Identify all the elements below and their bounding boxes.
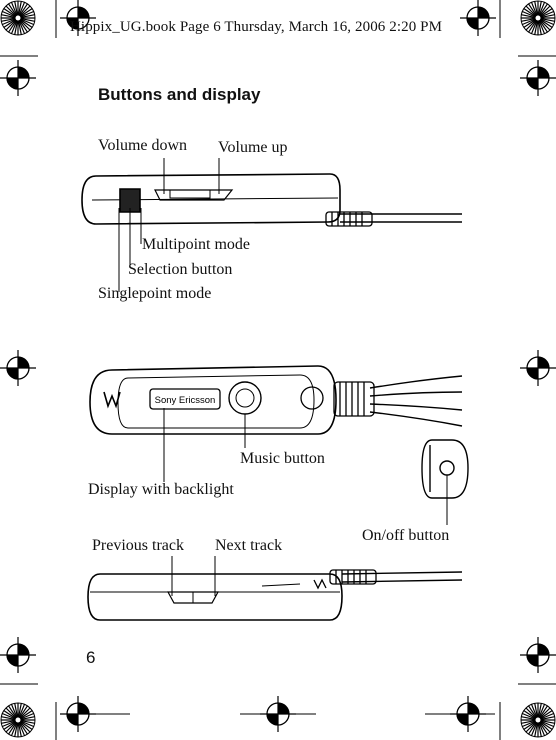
- brand-logo-text: Sony Ericsson: [155, 395, 216, 406]
- bottom-figure-leaders: [171, 556, 216, 596]
- device-other-side-view: [87, 571, 463, 621]
- cables-middle: [369, 375, 463, 427]
- label-volume-down: Volume down: [98, 137, 188, 154]
- top-figure-leaders: [118, 158, 220, 292]
- device-front-view: [89, 365, 337, 435]
- page-number: 6: [86, 648, 96, 667]
- section-title: Buttons and display: [98, 85, 261, 104]
- label-display-with-backlight: Display with backlight: [88, 481, 234, 498]
- cable-strain-relief-top: [325, 211, 373, 227]
- middle-figure-leaders: [163, 408, 448, 525]
- label-previous-track: Previous track: [92, 537, 184, 554]
- cable-strain-relief-bottom: [329, 569, 377, 585]
- label-multipoint-mode: Multipoint mode: [142, 236, 250, 253]
- label-volume-up: Volume up: [218, 139, 288, 156]
- label-selection-button: Selection button: [128, 261, 233, 278]
- cable-strain-relief-middle: [333, 381, 375, 417]
- label-next-track: Next track: [215, 537, 283, 554]
- label-on-off-button: On/off button: [362, 527, 450, 544]
- device-end-view: [421, 439, 469, 499]
- label-singlepoint-mode: Singlepoint mode: [98, 285, 212, 302]
- running-header: Hippix_UG.book Page 6 Thursday, March 16…: [70, 19, 443, 35]
- label-music-button: Music button: [240, 450, 325, 467]
- device-side-view: [81, 173, 462, 225]
